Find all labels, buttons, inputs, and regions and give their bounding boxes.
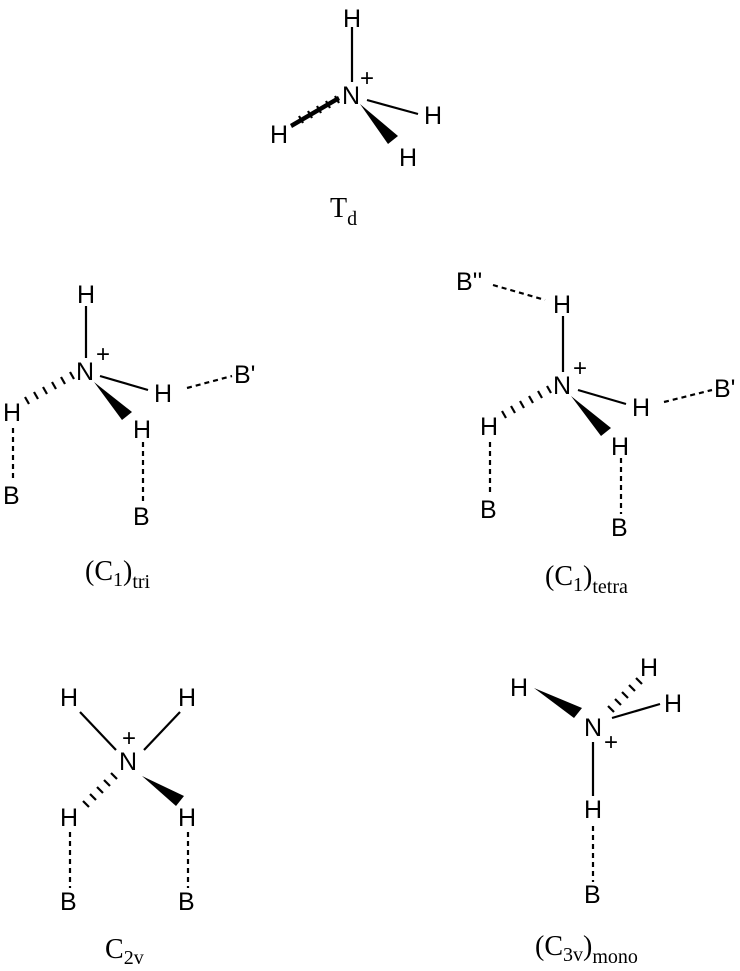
atom-h-left: H [270,121,288,149]
atom-h-bottom: H [133,416,151,444]
hbond-b-double-prime [492,283,546,302]
hash-lines-td [298,95,340,124]
atom-h-bottom: H [611,433,629,461]
label-c1-tri: (C1)tri [85,556,151,593]
atom-h-bottom: H [584,796,602,824]
atom-h-top: H [553,291,571,319]
atom-h-bottom-left: H [60,804,78,832]
label-c1-tetra: (C1)tetra [545,561,628,598]
bond-n-h-right [611,702,661,720]
atom-b-left: B [3,482,20,510]
charge-plus: + [573,355,587,382]
atom-b-double-prime: B'' [456,268,482,296]
atom-h-right: H [632,394,650,422]
hash-lines-tetra [501,385,552,419]
label-td: Td [330,193,357,230]
wedge-bond-c3v [534,688,582,718]
charge-plus: + [604,729,618,756]
atom-b: B [584,881,601,909]
atom-h-right: H [154,380,172,408]
hashed-bond-left [290,96,340,128]
bond-n-h-top-left [79,711,117,751]
charge-plus: + [96,341,110,368]
bond-n-h-right [99,374,149,392]
wedge-bond-tetra [571,396,611,436]
structure-c2v: H H N + H H B B C2v [60,684,196,969]
hbond-b-prime [663,388,713,404]
atom-h-top: H [640,654,658,682]
bond-n-h-top-right [143,711,181,751]
bond-n-h-right [577,388,627,406]
atom-h-top: H [77,281,95,309]
structure-c1-tri: H N + H B' H B H B (C1)tri [3,281,255,593]
structure-td: H N + H H H Td [270,5,442,230]
wedge-bond-tri [94,382,132,420]
atom-h-left: H [3,399,21,427]
label-c2v: C2v [105,934,144,969]
atom-n: N [76,358,94,386]
wedge-bond-td [360,104,398,144]
atom-h-right: H [664,690,682,718]
charge-plus: + [360,65,374,92]
atom-n: N [584,714,602,742]
atom-h-top-left: H [60,684,78,712]
atom-n: N [119,748,137,776]
atom-h-bottom-right: H [178,804,196,832]
atom-h-bottom: H [399,144,417,172]
atom-h-top: H [343,5,361,33]
atom-b-prime: B' [714,375,735,403]
atom-b-bottom: B [133,503,150,531]
label-c3v-mono: (C3v)mono [535,931,638,968]
atom-b-left: B [60,888,77,916]
hash-lines-c3v [607,677,643,713]
atom-h-left: H [510,674,528,702]
hbond-b-prime [186,374,233,390]
atom-h-right: H [424,102,442,130]
charge-plus: + [122,725,136,752]
structure-c3v-mono: H H H N + H B (C3v)mono [510,654,682,968]
wedge-bond-c2v [142,776,184,806]
atom-h-left: H [480,413,498,441]
atom-b-prime: B' [234,361,255,389]
atom-b-left: B [480,496,497,524]
atom-h-top-right: H [178,684,196,712]
hash-lines-tri [24,371,75,405]
structure-c1-tetra: B'' H N + H B' H B H B (C1)tetra [456,268,735,598]
hash-lines-c2v [82,772,118,808]
atom-n: N [553,372,571,400]
atom-b-right: B [178,888,195,916]
atom-b-bottom: B [611,514,628,542]
bond-n-h-right [366,98,419,116]
atom-n: N [342,82,360,110]
